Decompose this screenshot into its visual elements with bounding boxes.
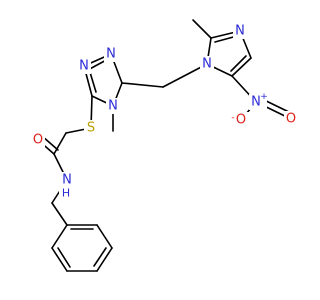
atom-n-triazole-4-label: N — [108, 99, 118, 114]
atom-n-imidazole-3-label: N — [235, 24, 245, 39]
atom-label-layer: N N N N N N + O — [31, 23, 298, 200]
atom-o-carbonyl-label: O — [33, 133, 43, 148]
bond-c2-methyl — [192, 19, 212, 39]
bond-c4-c5 — [231, 57, 252, 77]
bond-ring-5-6 — [96, 224, 113, 249]
bond-ch2-ring — [51, 202, 68, 226]
atom-o-nitro-single-label: O — [236, 113, 246, 128]
atom-nh-amide-hydrogen: H — [62, 187, 70, 200]
bond-ring-4-5 — [96, 247, 113, 272]
atom-s-thioether: S — [84, 120, 98, 136]
atom-n-imidazole-1: N — [200, 56, 214, 72]
atom-nh-amide: N H — [59, 172, 75, 200]
atom-n-nitro: N + — [249, 92, 268, 110]
atom-o-nitro-single: O - — [229, 112, 249, 128]
bond-layer — [37, 19, 294, 272]
atom-n-triazole-1: N — [77, 58, 91, 74]
bond-ch2-carbonyl — [53, 132, 67, 155]
atom-o-nitro-double-label: O — [286, 112, 296, 127]
atom-o-carbonyl: O — [31, 132, 45, 148]
atom-n-nitro-label: N — [251, 95, 261, 110]
bond-ch2-n-imidazole — [162, 63, 208, 88]
atom-n-triazole-1-label: N — [79, 59, 89, 74]
atom-o-nitro-double: O — [284, 111, 298, 127]
atom-n-imidazole-3: N — [233, 23, 247, 39]
bond-ring-2-3 — [51, 247, 68, 272]
atom-o-nitro-single-charge: - — [231, 113, 234, 123]
bond-c3-ch2 — [121, 82, 164, 88]
atom-s-thioether-label: S — [87, 121, 95, 136]
bond-ring-double-b — [93, 247, 107, 267]
atom-n-triazole-2: N — [104, 46, 118, 62]
bond-c4-c5-double — [230, 55, 247, 72]
atom-n-triazole-2-label: N — [106, 47, 116, 62]
atom-n-triazole-4: N — [106, 98, 120, 114]
atom-nh-amide-label: N — [62, 173, 72, 188]
bond-ring-double-a — [57, 247, 71, 268]
atom-n-nitro-charge: + — [260, 92, 268, 102]
atom-n-imidazole-1-label: N — [202, 57, 212, 72]
bond-ring-1-2 — [51, 224, 68, 249]
molecule-structure: N N N N N N + O — [31, 19, 298, 272]
